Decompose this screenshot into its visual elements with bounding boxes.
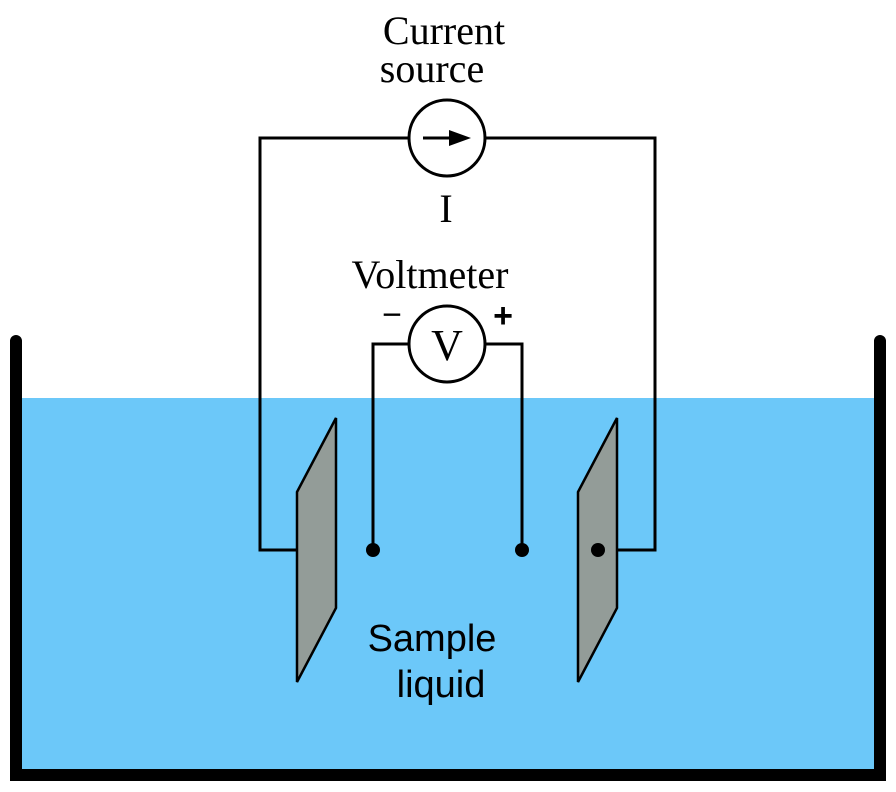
left-electrode: [295, 417, 338, 683]
current-loop-left-wire: [258, 136, 408, 552]
voltmeter-label: Voltmeter: [351, 252, 508, 297]
voltmeter: V: [407, 304, 487, 384]
left-probe-dot: [366, 543, 380, 557]
current-loop-right-wire: [486, 136, 657, 552]
sample-liquid-label-line1: Sample: [368, 618, 497, 660]
voltmeter-symbol: V: [431, 321, 463, 370]
container: [10, 335, 886, 781]
arrow-right-icon: [423, 130, 471, 146]
voltmeter-minus-sign: −: [382, 296, 402, 334]
voltmeter-right-wire: [486, 342, 524, 550]
current-symbol-label: I: [439, 186, 452, 231]
right-probe-dot: [515, 543, 529, 557]
voltmeter-left-wire: [371, 342, 408, 550]
current-source-label-line2: source: [380, 46, 484, 91]
sample-liquid-label-line2: liquid: [397, 664, 486, 706]
voltmeter-plus-sign: +: [493, 297, 513, 335]
current-source: [407, 98, 487, 178]
current-source-label-line1: Current: [383, 8, 505, 53]
electrode-contact-dot: [591, 543, 605, 557]
sample-liquid: [22, 398, 874, 770]
